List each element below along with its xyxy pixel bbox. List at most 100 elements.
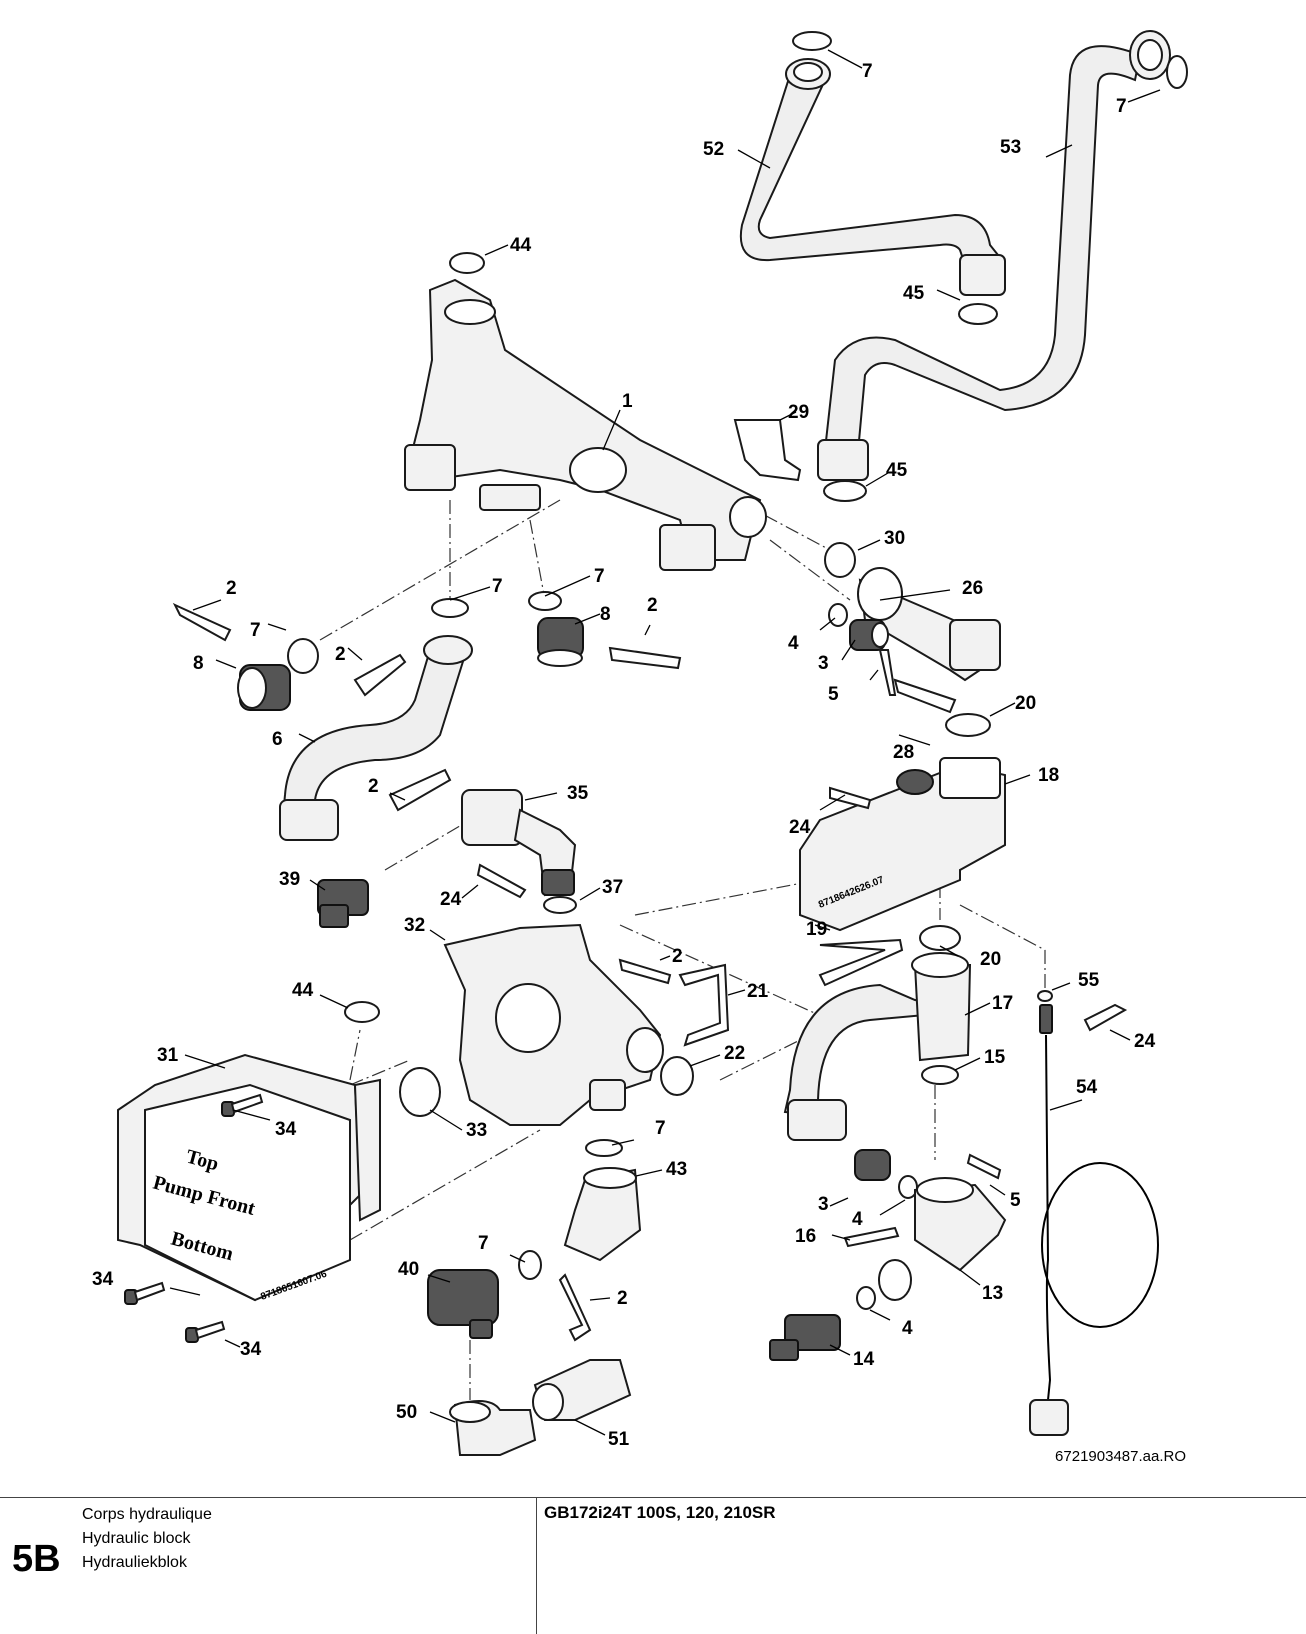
part-8-insert-b <box>537 617 584 667</box>
part-31-pump: Top Pump Front Bottom 8718651607.06 <box>117 1053 381 1303</box>
seal-4-c <box>856 1286 876 1310</box>
seal-7-f <box>585 1139 623 1157</box>
part-50-elbow <box>449 1400 537 1456</box>
clip-2-c <box>608 646 682 670</box>
seal-20-b <box>919 925 961 951</box>
clip-21 <box>678 963 730 1047</box>
seal-30 <box>824 542 856 578</box>
callout-21: 21 <box>747 981 769 1002</box>
callout-32: 32 <box>404 915 425 936</box>
callout-leaders <box>169 49 1161 1436</box>
callout-7: 7 <box>594 566 605 587</box>
clip-44-b <box>344 1001 380 1023</box>
seal-4-a <box>828 603 848 627</box>
callout-20: 20 <box>1015 693 1036 714</box>
callout-37: 37 <box>602 877 623 898</box>
seal-7-b <box>1166 55 1188 89</box>
callout-2: 2 <box>335 644 346 665</box>
callout-22: 22 <box>724 1043 745 1064</box>
seal-45-a <box>958 303 998 325</box>
exploded-parts-diagram: 8718642626.07 Top Pump Front Bottom 8718… <box>92 30 1188 1456</box>
callout-35: 35 <box>567 783 589 804</box>
callout-34: 34 <box>92 1269 114 1290</box>
callout-55: 55 <box>1078 970 1100 991</box>
part-13-valve-body <box>878 1177 1007 1301</box>
callout-7: 7 <box>1116 96 1127 117</box>
title-english: Hydraulic block <box>82 1530 191 1547</box>
part-39-sensor <box>317 879 369 928</box>
callout-7: 7 <box>492 576 503 597</box>
seal-15 <box>921 1065 959 1085</box>
callout-29: 29 <box>788 402 809 423</box>
seal-22 <box>660 1056 694 1096</box>
callout-2: 2 <box>368 776 379 797</box>
callout-26: 26 <box>962 578 983 599</box>
seal-55 <box>1037 990 1053 1002</box>
part-3-insert-a <box>849 619 889 651</box>
seal-7-d <box>431 598 469 618</box>
callout-43: 43 <box>666 1159 687 1180</box>
part-54-sensor-cable <box>1029 1004 1159 1436</box>
part-34-screw-a <box>221 1093 264 1117</box>
section-code: 5B <box>12 1538 61 1580</box>
seal-7-c <box>287 638 319 674</box>
clip-2-d <box>388 768 452 812</box>
callout-44: 44 <box>510 235 532 256</box>
callout-6: 6 <box>272 729 283 750</box>
callout-31: 31 <box>157 1045 179 1066</box>
callout-28: 28 <box>893 742 914 763</box>
part-32-pump-head <box>443 923 664 1126</box>
part-43-elbow <box>563 1167 642 1262</box>
callout-19: 19 <box>806 919 827 940</box>
callout-5: 5 <box>828 684 839 705</box>
callout-30: 30 <box>884 528 905 549</box>
part-18-valve-body: 8718642626.07 <box>799 757 1006 932</box>
seal-7-e <box>528 591 562 611</box>
callout-labels: 7 7 52 53 44 45 1 29 45 30 2 7 7 26 7 2 … <box>92 61 1156 1450</box>
callout-51: 51 <box>608 1429 630 1450</box>
part-14-sensor <box>769 1314 841 1361</box>
callout-4: 4 <box>852 1209 863 1230</box>
part-3-insert-b <box>854 1149 891 1181</box>
seal-37 <box>543 896 577 914</box>
callout-45: 45 <box>903 283 925 304</box>
clip-19 <box>818 938 904 987</box>
part-40-valve <box>427 1269 499 1339</box>
callout-8: 8 <box>600 604 611 625</box>
callout-15: 15 <box>984 1047 1006 1068</box>
clip-24-b <box>829 786 872 810</box>
callout-24: 24 <box>1134 1031 1156 1052</box>
footer: 5B Corps hydraulique Hydraulic block Hyd… <box>0 1497 1306 1634</box>
part-53-hose <box>817 30 1171 481</box>
part-34-screw-b <box>124 1281 166 1305</box>
clip-24-c <box>1083 1003 1128 1032</box>
part-26-pipe <box>857 567 1001 682</box>
callout-8: 8 <box>193 653 204 674</box>
callout-45: 45 <box>886 460 908 481</box>
part-52-hose <box>739 58 1006 296</box>
callout-50: 50 <box>396 1402 417 1423</box>
callout-2: 2 <box>617 1288 628 1309</box>
clip-5-b <box>966 1153 1002 1180</box>
title-french: Corps hydraulique <box>82 1506 212 1523</box>
callout-4: 4 <box>902 1318 913 1339</box>
seal-20-a <box>945 713 991 737</box>
callout-52: 52 <box>703 139 724 160</box>
callout-14: 14 <box>853 1349 875 1370</box>
callout-44: 44 <box>292 980 314 1001</box>
clip-2-b <box>353 653 407 697</box>
model-name: GB172i24T 100S, 120, 210SR <box>544 1503 776 1522</box>
callout-18: 18 <box>1038 765 1059 786</box>
callout-2: 2 <box>226 578 237 599</box>
callout-39: 39 <box>279 869 300 890</box>
part-8-insert-a <box>237 664 291 711</box>
clip-44-a <box>449 252 485 274</box>
seal-7-a <box>792 31 832 51</box>
part-1-manifold <box>404 278 767 571</box>
part-29-clip <box>733 419 802 482</box>
callout-5: 5 <box>1010 1190 1021 1211</box>
seal-7-g <box>518 1250 542 1280</box>
clip-2-f <box>558 1273 592 1342</box>
footer-divider <box>536 1498 537 1634</box>
clip-16 <box>843 1226 900 1248</box>
